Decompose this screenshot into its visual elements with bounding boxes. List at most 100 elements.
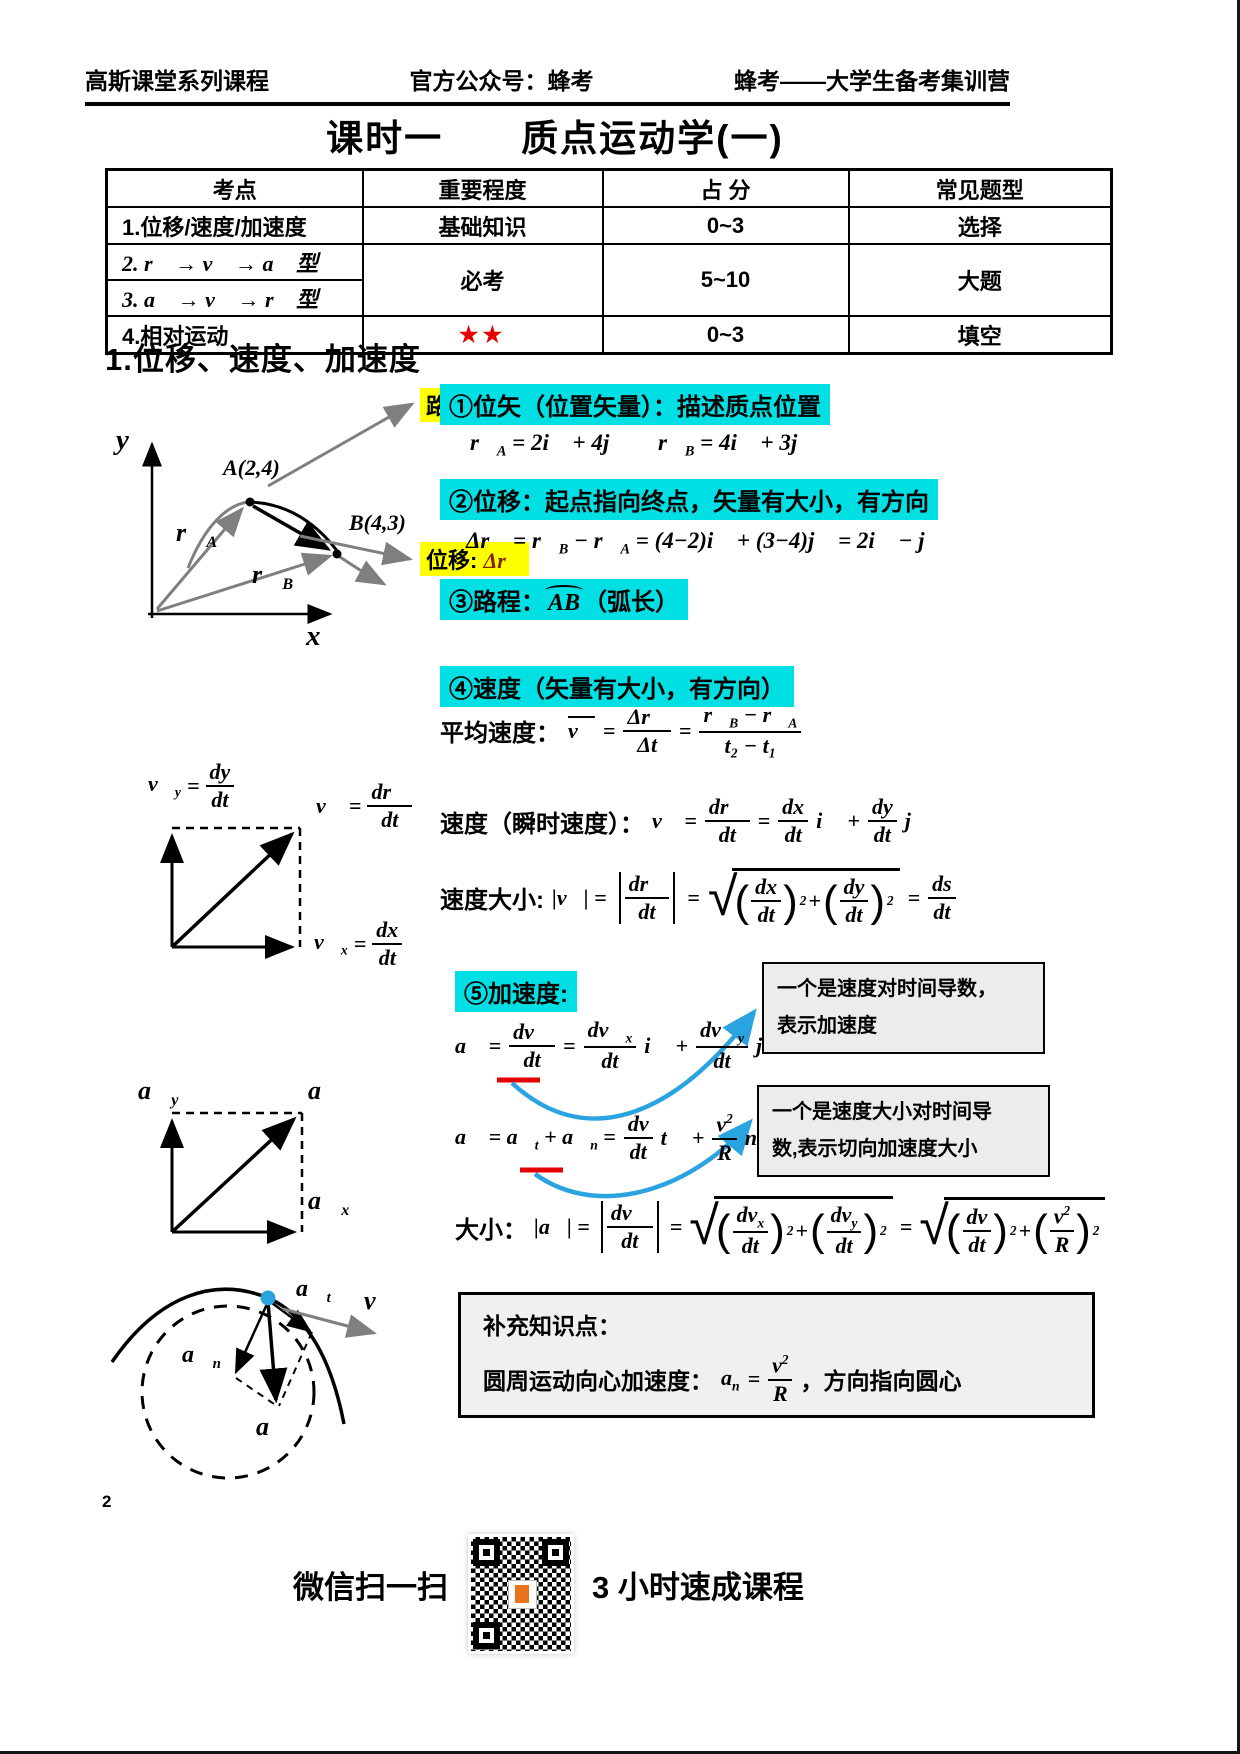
denominator: dt [968,1231,986,1257]
qr-finder-icon [473,1539,500,1566]
course-label: 3 小时速成课程 [592,1570,804,1605]
fraction: dv⃗ dt [606,1200,653,1253]
table-row: 1.位移/速度/加速度 基础知识 0~3 选择 [105,206,1113,245]
cell-type-4: 填空 [847,315,1113,355]
numerator: dvx [732,1202,769,1234]
math-sub: A [620,541,631,558]
circular-motion-diagram [110,1287,377,1480]
radical-sign: √ [707,866,738,927]
math-sub: y [174,784,181,800]
cell-topic-2: 2. r⃗ → v⃗ → a⃗ 型 [105,243,364,281]
math-sub: y [851,1215,858,1231]
callout-line: 表示加速度 [777,1015,877,1037]
velocity-components-diagram [160,826,302,959]
math-sub: n [212,1355,221,1372]
math-token: a⃗ [182,1342,213,1368]
math-token: + [691,1125,705,1151]
supplement-formula: 圆周运动向心加速度： an = v2 R ，方向指向圆心 [483,1352,961,1406]
paren: ) [863,1206,879,1256]
math-token: + [847,808,860,834]
denominator: dt [523,1046,541,1072]
fraction: ds dt [928,871,956,924]
paren: ) [1076,1206,1091,1256]
math-expr: v⃗y [148,771,181,800]
col-header-topic: 考点 [105,168,364,208]
col-header-type: 常见题型 [847,168,1113,208]
math-token: + [675,1032,689,1058]
math-sub: A [788,715,798,731]
math-token: dv⃗ [700,1017,738,1042]
math-token: v [1053,1203,1064,1229]
cell-topic-1: 1.位移/速度/加速度 [105,206,364,245]
page-header: 高斯课堂系列课程 官方公众号：蜂考 蜂考——大学生备考集训营 [85,62,1010,96]
numerator: dx [778,794,809,823]
math-token: − [738,702,763,727]
denominator: dt [378,945,396,971]
note-1: ①位矢（位置矢量）：描述质点位置 [440,384,830,425]
section-1-heading: 1.位移、速度、加速度 [105,342,421,377]
math-expr: a⃗ = a⃗t + a⃗n = [455,1124,616,1153]
cell-importance-4-stars: ★★ [361,315,604,355]
denominator: dt [638,898,656,924]
math-expr: r⃗B = 4i⃗ + 3j⃗ [658,430,815,461]
math-expr: r⃗A = 2i⃗ + 4j⃗ [470,430,627,461]
vector-rb-label: r⃗B [252,560,293,594]
math-token: − r⃗ [568,528,621,553]
denominator: dt [629,1139,647,1165]
axis-label-x: x [306,620,321,652]
numerator: r⃗B − r⃗A [699,702,802,734]
table-row: 4.相对运动 ★★ 0~3 填空 [105,315,1113,355]
exponent: 2 [786,1222,794,1238]
formula-instant-velocity: 速度（瞬时速度）： v⃗ = dr⃗ dt = dx dt i⃗ + dy dt… [440,794,928,847]
cell-type-2-3: 大题 [847,243,1113,317]
math-token: n⃗ [744,1125,775,1151]
math-token: a⃗ = [455,1032,502,1058]
math-token: v [772,1352,782,1378]
exponent: 2 [880,1222,887,1238]
math-token: j⃗ [904,808,928,834]
math-sub: x [625,1030,633,1046]
math-token: v⃗ [316,793,343,819]
cell-score-4: 0~3 [601,315,850,355]
math-sub: x [757,1215,765,1231]
math-token: v [716,1111,727,1137]
numerator: Δr⃗ [623,704,671,732]
header-rule [85,102,1010,106]
math-sub: B [558,541,569,558]
note-2: ②位移：起点指向终点，矢量有大小，有方向 [440,479,938,520]
paren: ( [734,876,750,926]
math-token: a⃗ [308,1186,342,1215]
cell-topic-4: 4.相对运动 [105,315,364,355]
denominator: dt [381,807,399,833]
math-token: |a⃗| = [534,1214,590,1240]
col-header-score: 占 分 [601,168,850,208]
supplement-label: 圆周运动向心加速度： [483,1368,713,1395]
math-sub: y [171,1092,179,1110]
cell-importance-2-3: 必考 [361,243,604,317]
math-sub: A [496,443,507,460]
exponent: 2 [799,893,807,909]
math-sub: t [534,1137,539,1153]
numerator: v2 [768,1352,793,1381]
math-token: r⃗ [252,560,283,589]
abs-bars: dv⃗ dt [597,1200,663,1253]
denominator: dt [757,902,775,928]
math-expr: an [721,1365,740,1394]
paren: ) [770,1206,785,1256]
math-token: = [899,1214,913,1240]
numerator: dr⃗ [624,871,670,899]
numerator: dv [962,1204,992,1232]
math-token: Δr⃗ = r⃗ [466,528,559,553]
cell-type-1: 选择 [847,206,1113,245]
